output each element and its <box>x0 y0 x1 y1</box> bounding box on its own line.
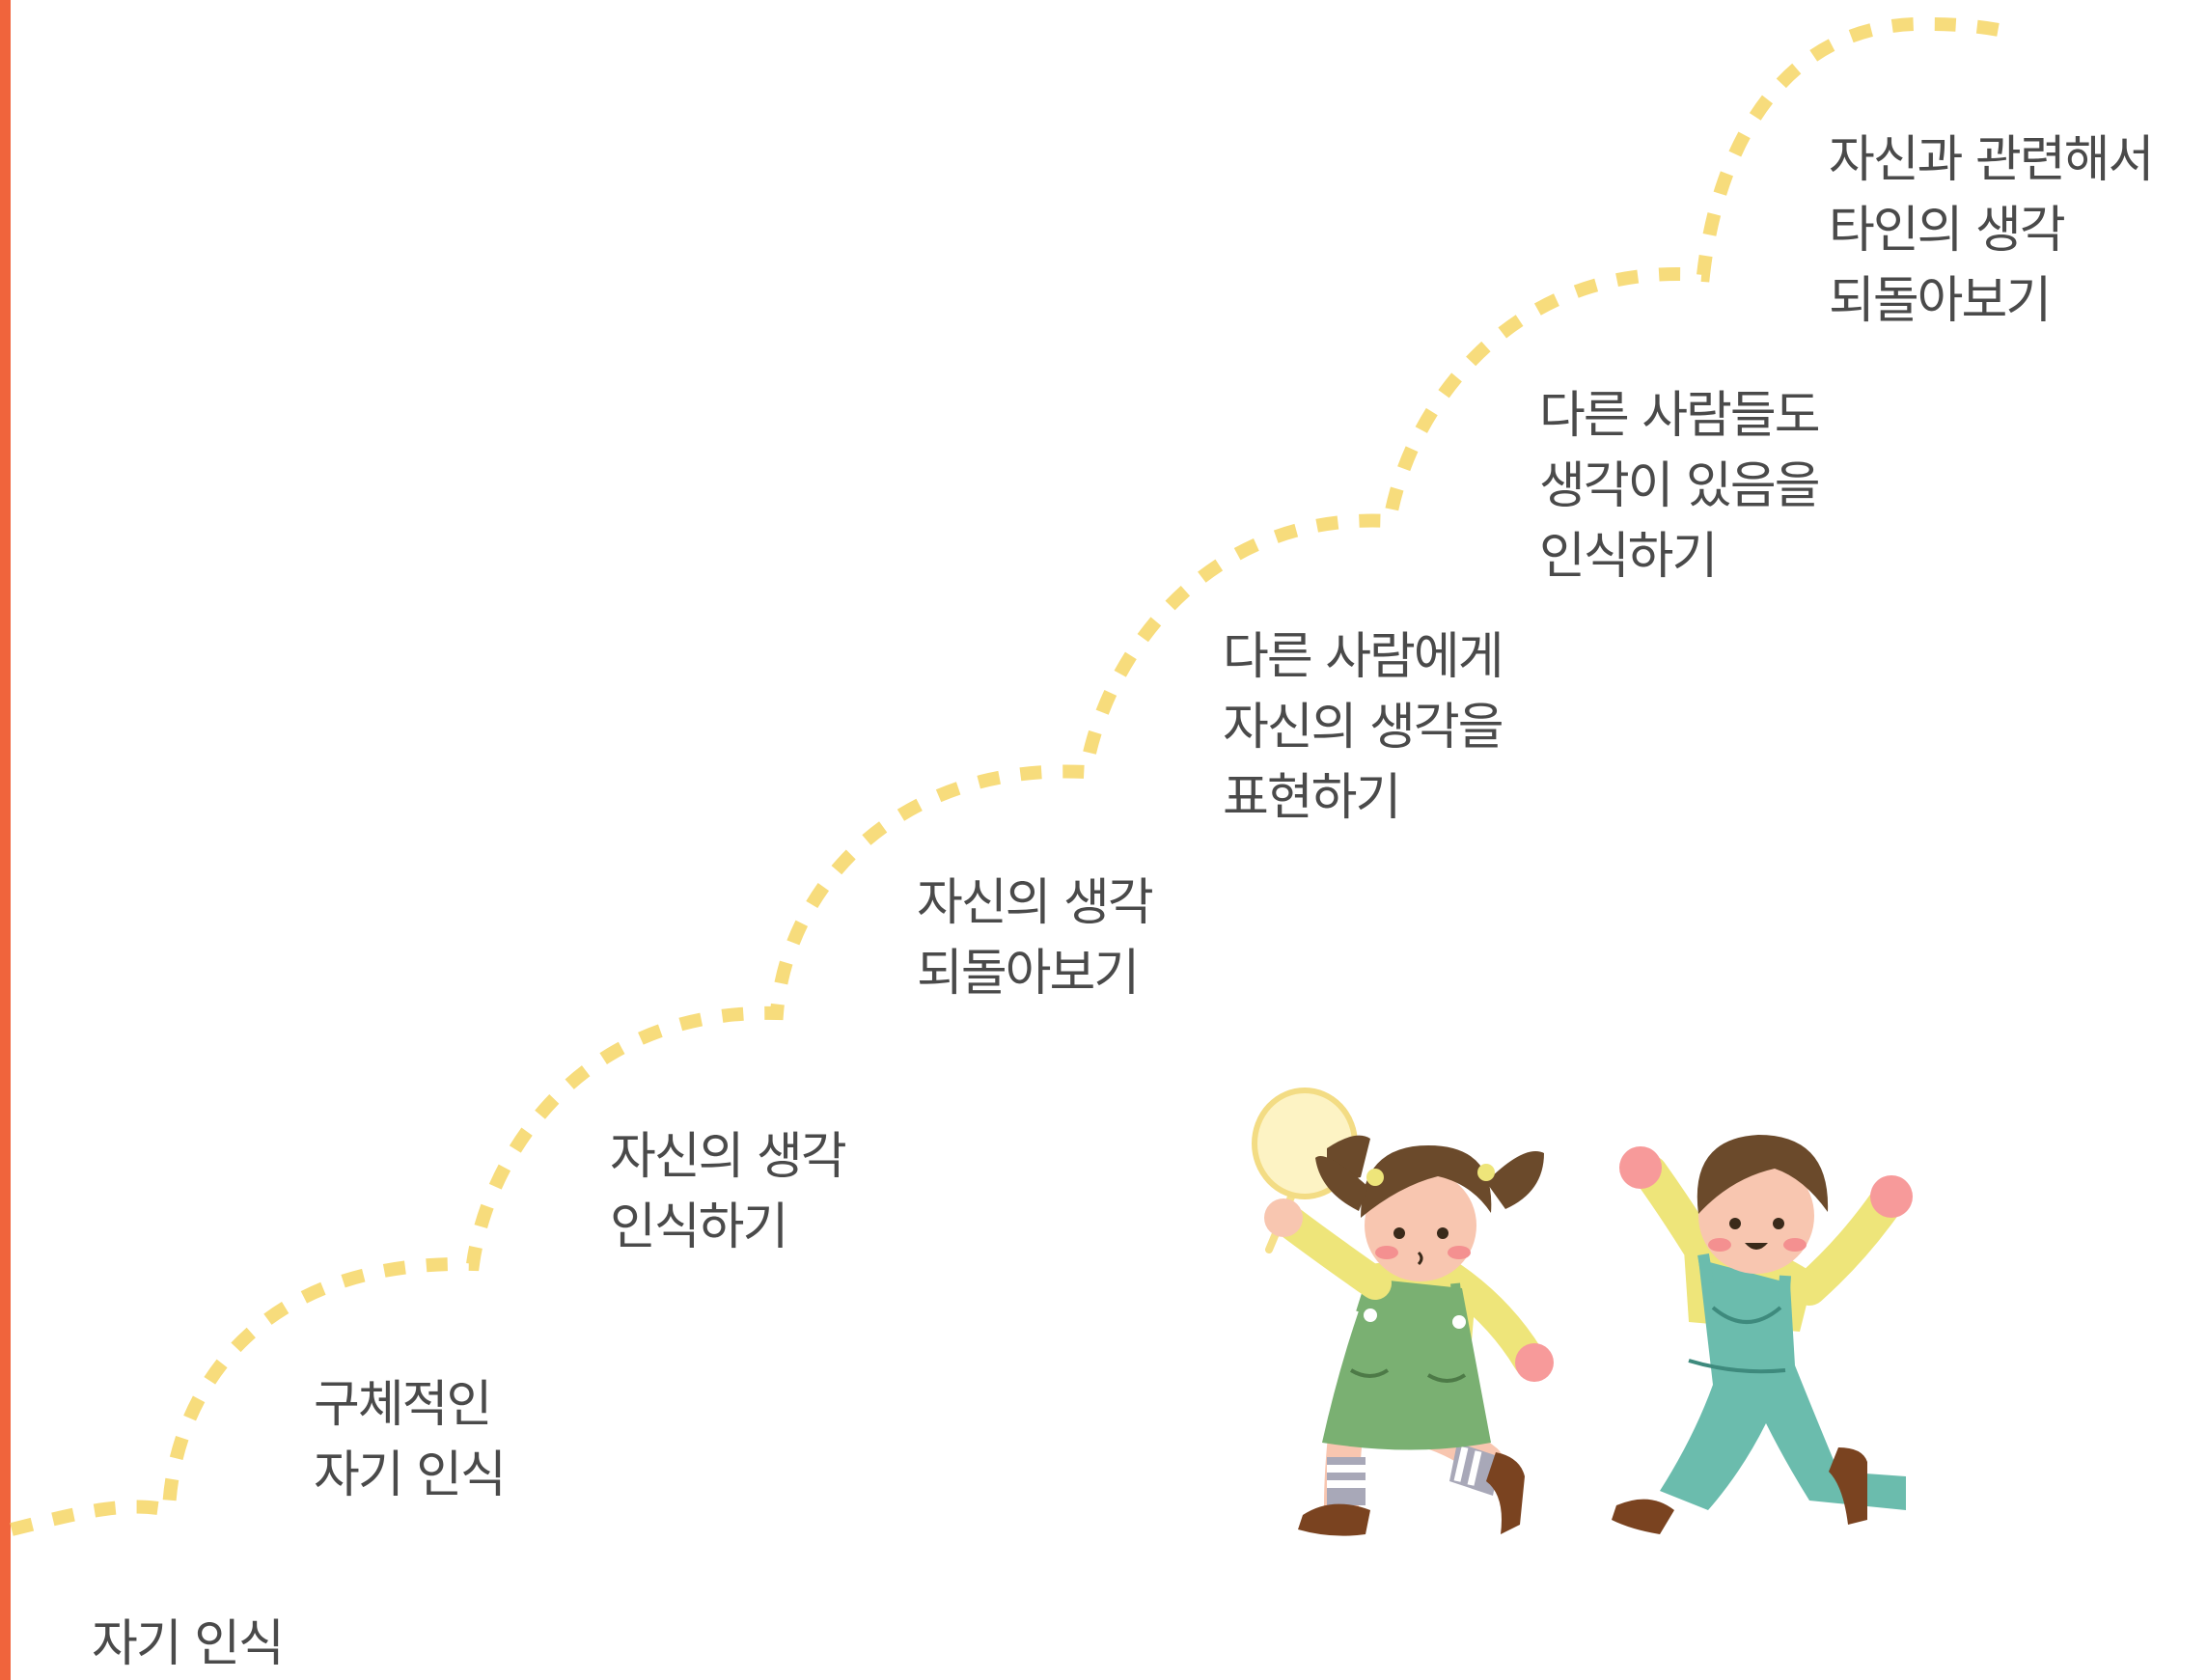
step-5-line-3: 표현하기 <box>1223 769 1401 827</box>
step-3-line-1: 자신의 생각 <box>610 1128 847 1186</box>
step-label-1: 자기 인식 <box>92 1610 285 1680</box>
step-7-line-1: 자신과 관련해서 <box>1829 131 2154 189</box>
step-4-line-1: 자신의 생각 <box>917 874 1154 932</box>
step-5-line-2: 자신의 생각을 <box>1223 699 1504 757</box>
step-label-4: 자신의 생각 되돌아보기 <box>917 868 1154 1009</box>
girl-figure <box>1252 1088 1554 1536</box>
step-5-line-1: 다른 사람에게 <box>1223 628 1504 686</box>
step-label-6: 다른 사람들도 생각이 있음을 인식하기 <box>1539 381 1821 592</box>
step-7-line-2: 타인의 생각 <box>1829 202 2066 260</box>
step-label-2: 구체적인 자기 인식 <box>314 1370 507 1511</box>
step-1-line-1: 자기 인식 <box>92 1615 285 1673</box>
step-6-line-3: 인식하기 <box>1539 528 1718 586</box>
step-label-5: 다른 사람에게 자신의 생각을 표현하기 <box>1223 622 1504 834</box>
step-label-3: 자신의 생각 인식하기 <box>610 1122 847 1263</box>
step-3-line-2: 인식하기 <box>610 1198 788 1256</box>
step-6-line-2: 생각이 있음을 <box>1539 457 1821 515</box>
step-4-line-2: 되돌아보기 <box>917 945 1140 1003</box>
step-6-line-1: 다른 사람들도 <box>1539 387 1821 445</box>
step-2-line-1: 구체적인 <box>314 1376 492 1434</box>
boy-figure <box>1612 1135 1913 1534</box>
step-label-7: 자신과 관련해서 타인의 생각 되돌아보기 <box>1829 125 2154 337</box>
accent-bar <box>0 0 11 1680</box>
step-7-line-3: 되돌아보기 <box>1829 272 2052 330</box>
step-2-line-2: 자기 인식 <box>314 1446 507 1504</box>
